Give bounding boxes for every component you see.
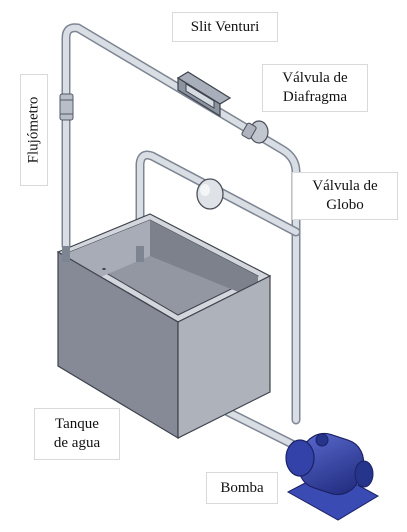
label-diaphragm-valve-line1: Válvula de	[282, 70, 348, 86]
label-globe-valve: Válvula de Globo	[292, 172, 398, 220]
slit-venturi	[176, 71, 232, 118]
label-water-tank-line1: Tanque	[55, 416, 99, 432]
label-globe-valve-line1: Válvula de	[312, 178, 378, 194]
diaphragm-valve	[241, 120, 269, 144]
label-slit-venturi-text: Slit Venturi	[190, 18, 260, 35]
label-diaphragm-valve: Válvula de Diafragma	[262, 64, 368, 112]
label-pump: Bomba	[206, 472, 278, 504]
water-tank	[56, 213, 272, 440]
label-globe-valve-line2: Globo	[326, 197, 364, 213]
globe-valve	[196, 178, 224, 210]
label-flow-meter-text: Flujómetro	[25, 96, 42, 164]
label-pump-text: Bomba	[220, 479, 264, 496]
pump-motor	[285, 432, 380, 521]
label-water-tank: Tanque de agua	[34, 408, 120, 460]
flow-meter	[59, 93, 74, 121]
label-diaphragm-valve-line2: Diafragma	[282, 89, 348, 105]
label-flow-meter: Flujómetro	[20, 74, 48, 186]
label-slit-venturi: Slit Venturi	[172, 12, 278, 42]
label-water-tank-line2: de agua	[53, 435, 101, 451]
